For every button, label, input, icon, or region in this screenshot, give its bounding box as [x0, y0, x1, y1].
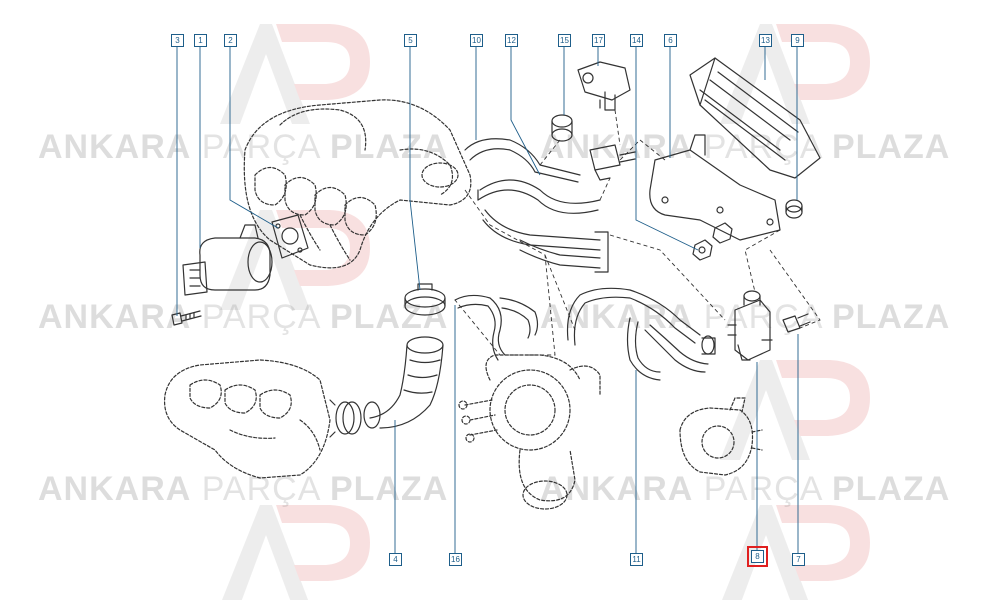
watermark-word-1: ANKARA [38, 470, 192, 508]
watermark-word-2: PARÇA [703, 470, 822, 508]
watermark-logo-top [220, 24, 370, 124]
callout-11[interactable]: 11 [630, 553, 643, 566]
callout-3[interactable]: 3 [171, 34, 184, 47]
callout-6[interactable]: 6 [664, 34, 677, 47]
hose-clamp [404, 283, 446, 316]
watermark-word-2: PARÇA [201, 128, 320, 166]
assembly-lines [454, 109, 821, 356]
vacuum-pump [679, 397, 763, 476]
hose-upper [464, 138, 601, 214]
air-filter-element [689, 57, 821, 179]
callout-8-highlighted[interactable]: 8 [747, 546, 768, 567]
callout-12[interactable]: 12 [505, 34, 518, 47]
hose-vacuum-left [454, 294, 539, 361]
nut-2 [712, 222, 733, 244]
watermark-text-row-3-left: ANKARA PARÇA PLAZA [38, 470, 448, 509]
small-valve [589, 144, 636, 181]
egr-solenoid-valve [727, 290, 773, 361]
watermark-logo-bottom [222, 505, 370, 600]
hose-clamp-lower [329, 399, 362, 438]
callout-9[interactable]: 9 [791, 34, 804, 47]
bolt [171, 310, 202, 326]
callout-4[interactable]: 4 [389, 553, 402, 566]
watermark-word-1: ANKARA [540, 298, 694, 336]
watermark-word-1: ANKARA [38, 128, 192, 166]
nut [692, 239, 713, 261]
hose-connector [701, 335, 716, 355]
callout-17[interactable]: 17 [592, 34, 605, 47]
hose-middle [482, 209, 609, 273]
callout-16[interactable]: 16 [449, 553, 462, 566]
egr-valve [182, 224, 273, 296]
watermark-logo-middle [220, 210, 370, 310]
solenoid-valve-bracket [577, 61, 631, 111]
callout-1[interactable]: 1 [194, 34, 207, 47]
watermark-word-3: PLAZA [329, 128, 449, 166]
callout-7[interactable]: 7 [792, 553, 805, 566]
watermark-word-2: PARÇA [201, 470, 320, 508]
watermark-logo-top-right [720, 24, 870, 124]
turbocharger [458, 354, 601, 510]
callout-leader-lines [176, 46, 799, 553]
watermark-word-3: PLAZA [329, 470, 449, 508]
watermark-logo-middle-right [720, 360, 870, 460]
rubber-connector [551, 114, 573, 142]
watermark-word-3: PLAZA [831, 298, 951, 336]
intake-elbow-hose [363, 336, 444, 429]
callout-14[interactable]: 14 [630, 34, 643, 47]
hose-vacuum-long [566, 287, 709, 381]
egr-gasket [271, 214, 309, 259]
watermark-text-row-1-left: ANKARA PARÇA PLAZA [38, 128, 448, 167]
watermark-word-2: PARÇA [201, 298, 320, 336]
watermark-text-row-2-left: ANKARA PARÇA PLAZA [38, 298, 448, 337]
intake-manifold [243, 99, 472, 269]
mounting-bracket [649, 134, 781, 241]
watermark-word-2: PARÇA [703, 128, 822, 166]
callout-13[interactable]: 13 [759, 34, 772, 47]
exhaust-manifold [163, 359, 331, 479]
callout-15[interactable]: 15 [558, 34, 571, 47]
watermark-word-3: PLAZA [831, 128, 951, 166]
callout-2[interactable]: 2 [224, 34, 237, 47]
callout-5[interactable]: 5 [404, 34, 417, 47]
watermark-word-3: PLAZA [831, 470, 951, 508]
watermark-word-1: ANKARA [540, 128, 694, 166]
callout-10[interactable]: 10 [470, 34, 483, 47]
watermark-word-1: ANKARA [38, 298, 192, 336]
watermark-logo-bottom-right [722, 505, 870, 600]
watermark-text-row-1-right: ANKARA PARÇA PLAZA [540, 128, 950, 167]
watermark-text-row-2-right: ANKARA PARÇA PLAZA [540, 298, 950, 337]
small-fitting [782, 313, 811, 333]
rubber-grommet [785, 199, 803, 219]
watermark-word-3: PLAZA [329, 298, 449, 336]
